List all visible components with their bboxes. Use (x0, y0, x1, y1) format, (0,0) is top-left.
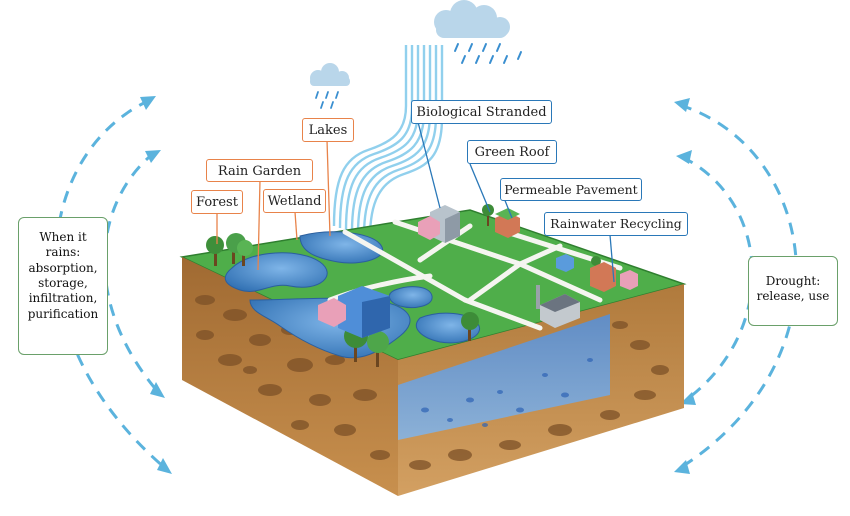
right-flow-arrows (679, 103, 798, 470)
drought-panel: Drought: release, use (748, 256, 838, 326)
building-icon (556, 254, 638, 292)
label-wetland: Wetland (263, 189, 326, 213)
label-lakes: Lakes (302, 118, 354, 142)
panel-line: release, use (756, 289, 830, 304)
label-biological-stranded: Biological Stranded (411, 100, 552, 124)
rain-icon (454, 43, 522, 64)
tree-icon (482, 204, 494, 226)
panel-line: purification (27, 306, 99, 321)
lake-3 (388, 286, 433, 309)
panel-line: absorption, (28, 260, 98, 275)
label-rain-garden: Rain Garden (206, 159, 313, 182)
building-icon (418, 205, 460, 243)
arrow-icon (157, 458, 172, 474)
left-inner-arc (103, 150, 160, 393)
left-flow-arrows (54, 98, 166, 470)
tree-icon (206, 236, 224, 266)
arrow-icon (674, 460, 690, 474)
arrow-icon (145, 150, 161, 163)
label-permeable-pavement: Permeable Pavement (500, 178, 642, 201)
roads (327, 219, 623, 331)
cloud-icon (434, 0, 510, 38)
buildings (318, 205, 638, 338)
tree-icon (461, 312, 479, 341)
tree-icon (367, 331, 389, 367)
rain-icon (315, 91, 339, 109)
arrow-icon (676, 150, 692, 164)
building-icon (495, 208, 520, 238)
arrow-icon (140, 96, 156, 110)
factory-icon (536, 285, 580, 328)
left-arrow-heads (140, 96, 172, 474)
label-green-roof: Green Roof (467, 140, 557, 164)
tree-icon (237, 240, 253, 266)
wetland-pond (224, 252, 328, 292)
aquifer-bubbles (421, 358, 593, 427)
right-outer-arc (679, 103, 798, 470)
panel-line: When it (39, 230, 87, 244)
when-it-rains-panel: When it rains: absorption, storage, infi… (18, 217, 108, 355)
leader-lines (216, 121, 615, 283)
label-forest: Forest (191, 190, 243, 214)
rain-stream (332, 45, 444, 239)
panel-line: storage, (38, 276, 88, 291)
cloud-icon (310, 63, 350, 86)
arrow-icon (150, 382, 165, 398)
arrow-icon (674, 98, 690, 112)
label-rainwater-recycling: Rainwater Recycling (544, 212, 688, 236)
right-inner-arc (681, 155, 754, 402)
aquifer (398, 314, 610, 440)
panel-line: infiltration, (28, 291, 98, 306)
panel-line: Drought: (765, 274, 821, 288)
panel-line: rains: (45, 245, 81, 260)
soil-stones (195, 295, 669, 470)
left-outer-arc (54, 98, 166, 470)
building-icon (318, 286, 390, 338)
